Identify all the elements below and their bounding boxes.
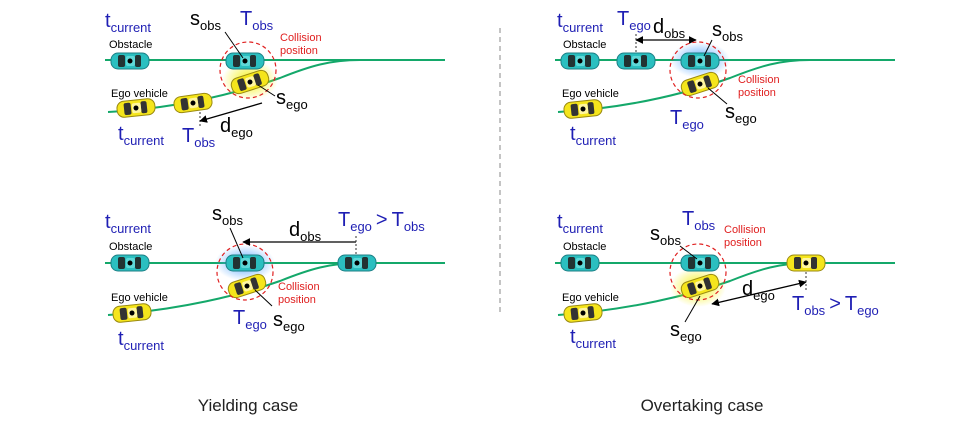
t-current-ego-label: tcurrent: [570, 123, 616, 148]
obstacle-label: Obstacle: [563, 39, 606, 51]
collision-circle: [219, 41, 277, 99]
caption-yielding: Yielding case: [198, 396, 299, 415]
caption-overtaking: Overtaking case: [641, 396, 764, 415]
t-current-label: tcurrent: [105, 10, 151, 35]
road-ego-merge: [107, 262, 361, 316]
ego-vehicle-label: Ego vehicle: [111, 88, 168, 100]
t-current-label: tcurrent: [557, 10, 603, 35]
T-ego-label: Tego: [670, 107, 704, 132]
collision-label-2: position: [738, 87, 776, 99]
obstacle-label: Obstacle: [109, 39, 152, 51]
s-obs-label: sobs: [650, 223, 681, 248]
s-obs-label: sobs: [712, 19, 743, 44]
d-ego-arrow: [199, 102, 263, 123]
s-ego-label: sego: [725, 101, 757, 126]
t-current-ego-label: tcurrent: [118, 123, 164, 148]
obstacle-label: Obstacle: [109, 241, 152, 253]
s-obs-label: sobs: [212, 203, 243, 228]
collision-circle: [669, 41, 727, 99]
t-current-label: tcurrent: [557, 211, 603, 236]
road-ego-merge: [557, 59, 811, 113]
t-current-ego-label: tcurrent: [118, 328, 164, 353]
ego-vehicle-label: Ego vehicle: [111, 292, 168, 304]
d-ego-label: dego: [742, 278, 775, 303]
T-ego-gt-T-obs-label: Tego>Tobs: [338, 209, 425, 234]
s-obs-label: sobs: [190, 8, 221, 33]
s-ego-label: sego: [273, 309, 305, 334]
collision-label-2: position: [278, 294, 316, 306]
s-ego-label: sego: [276, 87, 308, 112]
t-current-label: tcurrent: [105, 211, 151, 236]
ego-vehicle-label: Ego vehicle: [562, 292, 619, 304]
s-ego-label: sego: [670, 319, 702, 344]
T-obs-label: Tobs: [682, 208, 716, 233]
panel-overtaking-top: tcurrent Obstacle Tego dobs Collision po…: [555, 8, 895, 148]
T-obs-gt-T-ego-label: Tobs>Tego: [792, 293, 879, 318]
collision-label-1: Collision: [278, 281, 320, 293]
panel-yielding-bottom: tcurrent Obstacle Ego vehicle Collision …: [105, 203, 445, 353]
t-current-ego-label: tcurrent: [570, 326, 616, 351]
collision-label-1: Collision: [724, 224, 766, 236]
d-obs-label: dobs: [289, 219, 322, 244]
T-ego-label: Tego: [233, 307, 267, 332]
d-ego-label: dego: [220, 115, 253, 140]
collision-label-1: Collision: [280, 32, 322, 44]
panel-yielding-top: tcurrent Obstacle Ego vehicle Collision …: [105, 8, 445, 150]
T-ego-top-label: Tego: [617, 8, 651, 33]
ego-vehicle-label: Ego vehicle: [562, 88, 619, 100]
panel-overtaking-bottom: tcurrent Obstacle Ego vehicle Collision …: [555, 208, 895, 351]
d-ego-arrow: [711, 279, 807, 307]
T-obs-label: Tobs: [240, 8, 274, 33]
T-obs-ego-label: Tobs: [182, 125, 216, 150]
d-obs-label: dobs: [653, 16, 686, 41]
obstacle-label: Obstacle: [563, 241, 606, 253]
collision-label-2: position: [280, 45, 318, 57]
collision-label-1: Collision: [738, 74, 780, 86]
collision-label-2: position: [724, 237, 762, 249]
collision-circle: [216, 243, 274, 301]
